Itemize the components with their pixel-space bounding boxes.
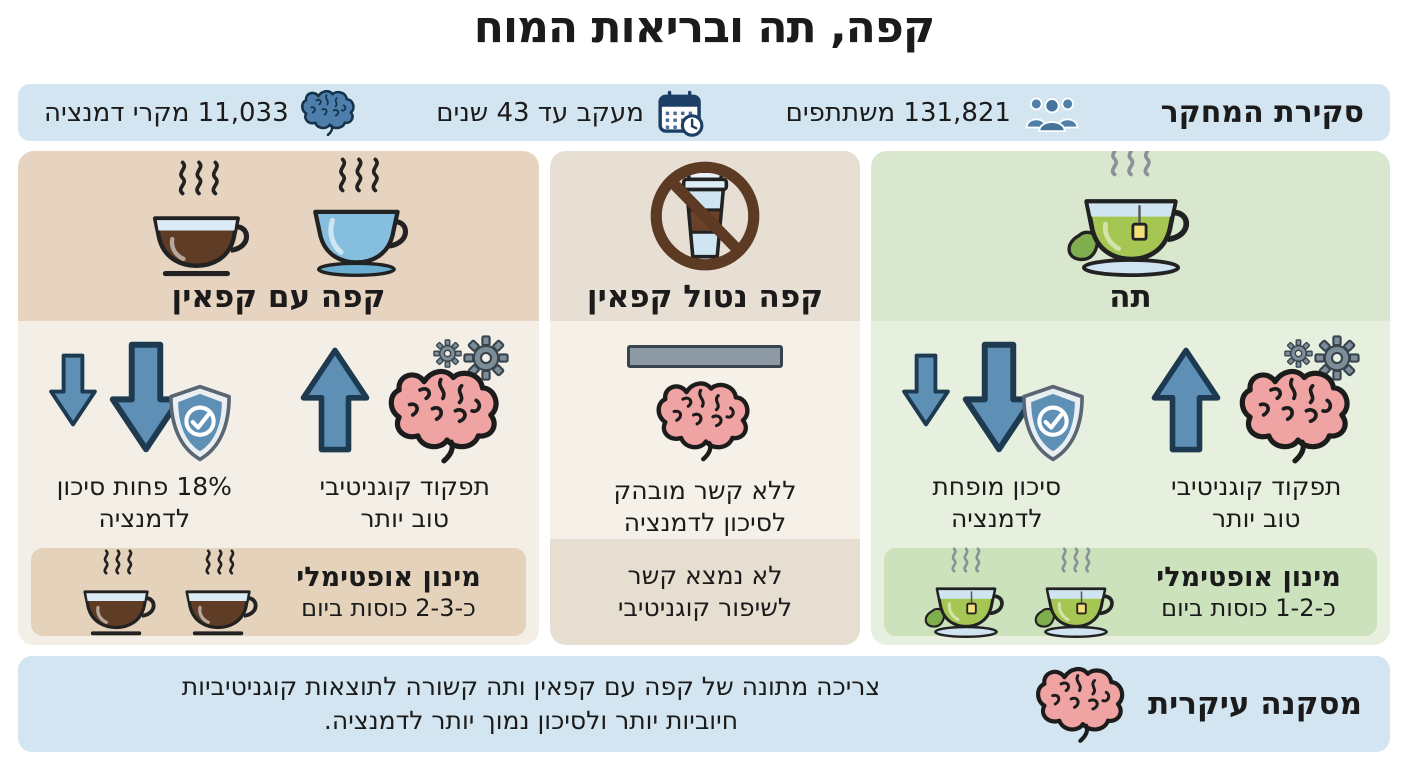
- down-arrows-shield-icon: [899, 335, 1095, 461]
- dosage-box: מינון אופטימלי כ-1-2 כוסות ביום: [884, 548, 1377, 636]
- page-title: קפה, תה ובריאות המוח: [473, 2, 936, 53]
- tea-cup-icon: [1060, 151, 1202, 277]
- down-arrow-icon: [48, 341, 98, 439]
- up-arrow-brain-gears-icon: [299, 335, 511, 461]
- overview-stat-dementia-cases: 11,033 מקרי דמנציה: [44, 88, 357, 137]
- conclusion-text: צריכה מתונה של קפה עם קפאין ותה קשורה לת…: [181, 672, 881, 735]
- overview-stat-participants: 131,821 משתתפים: [786, 93, 1081, 133]
- coffee-cup-icon: [76, 575, 160, 636]
- coffee-cup-icon: [178, 575, 262, 636]
- neutral-bar-icon: [627, 345, 783, 369]
- dosage-amount: כ-1-2 כוסות ביום: [1161, 594, 1336, 622]
- brain-icon: [1236, 365, 1358, 465]
- steam-icon: [331, 157, 387, 193]
- steam-icon: [1056, 547, 1096, 573]
- steam-icon: [1103, 151, 1159, 177]
- dosage-cups: [920, 547, 1122, 638]
- tea-header: תה: [871, 151, 1390, 321]
- shield-check-icon: [164, 383, 236, 463]
- brain-icon: [385, 365, 507, 465]
- people-icon: [1023, 93, 1081, 133]
- dosage-title: מינון אופטימלי: [1156, 562, 1341, 593]
- caffeinated-coffee-header: קפה עם קפאין: [18, 151, 539, 321]
- dosage-text: מינון אופטימלי כ-1-2 כוסות ביום: [1156, 562, 1340, 622]
- coffee-cup-icon: [76, 549, 160, 636]
- gear-icon: [1284, 339, 1313, 368]
- dementia-cases-value: 11,033 מקרי דמנציה: [44, 97, 289, 128]
- study-overview-bar: סקירת המחקר 131,821 משתתפים מעקב עד 43 ש…: [18, 84, 1390, 141]
- steam-icon: [200, 549, 240, 575]
- column-title: קפה נטול קפאין: [586, 279, 824, 315]
- down-arrow-icon: [901, 341, 951, 439]
- tea-cup-icon: [920, 573, 1012, 638]
- steam-icon: [98, 549, 138, 575]
- dosage-text: מינון אופטימלי כ-2-3 כוסות ביום: [296, 562, 480, 622]
- tea-cup-icon: [920, 547, 1012, 638]
- header-cups: [143, 157, 415, 277]
- tea-cup-icon: [1030, 547, 1122, 638]
- caffeinated-coffee-footer: מינון אופטימלי כ-2-3 כוסות ביום: [18, 539, 539, 645]
- overview-label: סקירת המחקר: [1160, 95, 1364, 130]
- steam-icon: [171, 160, 227, 196]
- participants-value: 131,821 משתתפים: [785, 97, 1011, 128]
- steam-icon: [946, 547, 986, 573]
- brain-icon: [1036, 662, 1128, 746]
- tea-cup-icon: [1030, 573, 1122, 638]
- coffee-cup-icon: [143, 196, 255, 277]
- no-decaf-cup-icon: [644, 155, 766, 277]
- blue-cup-icon: [303, 157, 415, 277]
- coffee-cup-icon: [143, 160, 255, 277]
- gear-icon: [433, 339, 462, 368]
- calendar-clock-icon: [656, 88, 706, 138]
- dosage-box: מינון אופטימלי כ-2-3 כוסות ביום: [31, 548, 526, 636]
- up-arrow-icon: [1150, 343, 1222, 457]
- down-arrows-shield-icon: [46, 335, 242, 461]
- blue-cup-icon: [303, 193, 415, 277]
- conclusion-label: מסקנה עיקרית: [1147, 686, 1362, 722]
- followup-value: מעקב עד 43 שנים: [436, 97, 644, 128]
- brain-icon: [301, 88, 357, 137]
- dosage-title: מינון אופטימלי: [296, 562, 481, 593]
- dosage-amount: כ-2-3 כוסות ביום: [301, 594, 476, 622]
- up-arrow-icon: [299, 343, 371, 457]
- tea-cup-icon: [1060, 177, 1202, 277]
- column-title: קפה עם קפאין: [171, 279, 386, 315]
- overview-stat-followup: מעקב עד 43 שנים: [436, 88, 706, 138]
- up-arrow-brain-gears-icon: [1150, 335, 1362, 461]
- brain-icon: [655, 378, 755, 463]
- coffee-cup-icon: [178, 549, 262, 636]
- conclusion-bar: מסקנה עיקרית צריכה מתונה של קפה עם קפאין…: [18, 656, 1390, 752]
- dosage-cups: [76, 549, 262, 636]
- decaf-coffee-header: קפה נטול קפאין: [550, 151, 860, 321]
- shield-check-icon: [1017, 383, 1089, 463]
- column-title: תה: [1109, 279, 1152, 315]
- tea-footer: מינון אופטימלי כ-1-2 כוסות ביום: [871, 539, 1390, 645]
